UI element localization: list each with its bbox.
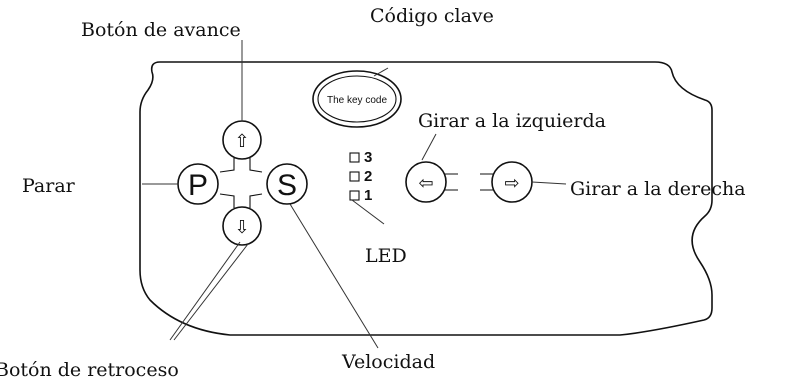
leader-turn-right	[531, 181, 567, 185]
led-1-square	[349, 190, 360, 201]
up-arrow-icon: ⇧	[234, 131, 249, 151]
backward-button[interactable]	[222, 206, 262, 246]
cross-connector-top	[219, 158, 263, 173]
leader-turn-left	[421, 133, 437, 161]
turn-left-control: ⇦	[405, 161, 458, 203]
label-speed: Velocidad	[341, 351, 435, 373]
label-led: LED	[365, 245, 407, 267]
label-key-code: Código clave	[370, 5, 494, 27]
leader-lines	[142, 40, 567, 349]
led-1-label: 1	[364, 187, 372, 204]
remote-body-outline	[139, 61, 713, 336]
leader-led	[351, 199, 385, 225]
key-code-area: The key code	[312, 70, 402, 128]
label-turn-left: Girar a la izquierda	[418, 110, 606, 132]
speed-button[interactable]	[266, 163, 308, 205]
led-2-label: 2	[364, 168, 372, 185]
key-code-oval-inner	[317, 75, 397, 123]
label-stop: Parar	[22, 175, 76, 197]
leader-backward-1	[169, 241, 241, 341]
right-arrow-icon: ⇨	[504, 173, 519, 193]
cross-connector-bottom	[219, 193, 263, 208]
left-arrow-icon: ⇦	[418, 173, 433, 193]
label-backward-button: Botón de retroceso	[0, 359, 179, 381]
key-code-text: The key code	[327, 95, 387, 106]
stop-key-label: P	[188, 169, 208, 202]
turn-right-stub	[480, 173, 494, 191]
speed-key-label: S	[277, 169, 297, 202]
label-turn-right: Girar a la derecha	[570, 178, 746, 200]
key-code-oval	[312, 70, 402, 128]
turn-left-button[interactable]	[405, 161, 447, 203]
led-3-square	[349, 152, 360, 163]
led-2-square	[349, 171, 360, 182]
direction-cross: ⇧ ⇩ P S	[177, 120, 308, 246]
leader-speed	[289, 203, 379, 349]
label-forward-button: Botón de avance	[81, 19, 241, 41]
led-3-label: 3	[364, 149, 372, 166]
turn-right-control: ⇨	[480, 161, 533, 203]
leader-key-code	[373, 67, 389, 77]
leader-backward-2	[173, 243, 249, 341]
turn-left-stub	[444, 173, 458, 191]
down-arrow-icon: ⇩	[234, 217, 249, 237]
led-indicators: 3 2 1	[349, 149, 372, 204]
